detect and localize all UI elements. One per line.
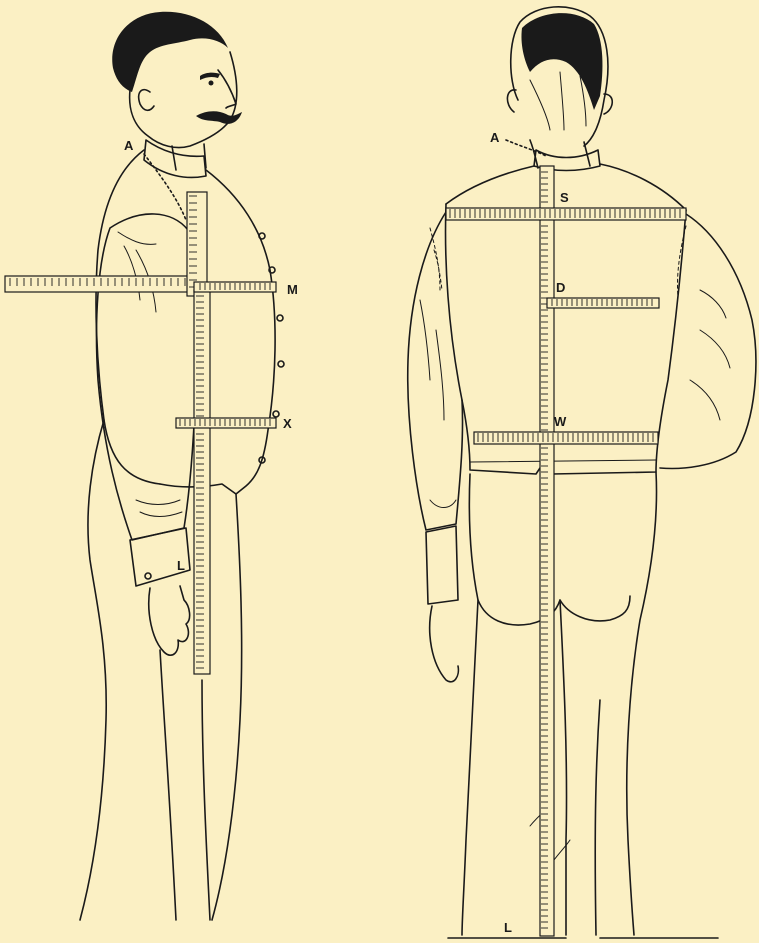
label-m: M — [287, 282, 298, 297]
back-view-figure — [408, 7, 756, 938]
back-hand-left — [430, 606, 459, 682]
collar-shape — [144, 140, 206, 177]
back-neck-guide — [506, 140, 546, 156]
waist-tape — [176, 418, 276, 428]
square-vertical-arm — [187, 192, 207, 296]
hair-strands — [530, 72, 586, 130]
label-a-back: A — [490, 130, 500, 145]
hand-outline — [149, 586, 190, 655]
eyebrow-shape — [200, 73, 220, 80]
back-sleeve-left — [408, 212, 463, 530]
label-l-side: L — [177, 558, 185, 573]
mustache-shape — [196, 111, 242, 124]
trouser-crease-front — [202, 680, 210, 920]
back-cuff-left — [426, 526, 458, 604]
label-x: X — [283, 416, 292, 431]
trouser-left-outer — [462, 600, 478, 935]
label-l-back: L — [504, 920, 512, 935]
shirt-cuff — [130, 528, 190, 586]
trouser-back-line — [80, 420, 106, 920]
shoulder-tape — [446, 208, 686, 220]
cuff-gather-left — [430, 500, 456, 508]
trouser-inner-right — [595, 700, 600, 935]
trouser-front-line — [212, 494, 242, 920]
back-depth-tape — [547, 298, 659, 308]
back-length-tape — [540, 166, 554, 936]
square-arm — [5, 276, 205, 292]
trouser-crease-back — [160, 650, 176, 920]
square-horizontal-arm — [5, 276, 205, 292]
vest-front-outline — [160, 170, 275, 494]
back-waist-tape — [474, 432, 658, 444]
chest-tape — [194, 282, 276, 292]
back-waist-tape-strip — [474, 432, 658, 444]
back-vertical-tape — [540, 166, 554, 936]
label-d: D — [556, 280, 565, 295]
trouser-inseam — [560, 600, 567, 935]
face-outline — [130, 52, 237, 148]
vest-hem-line — [470, 460, 656, 462]
hair-shape — [112, 12, 228, 92]
ear-shape — [139, 90, 154, 111]
sleeve-folds-right — [690, 290, 730, 420]
cuff-gather — [136, 500, 182, 517]
vest-button — [273, 411, 279, 417]
eye-shape — [209, 81, 214, 86]
trouser-right-outer — [627, 472, 657, 935]
side-view-figure — [80, 12, 284, 920]
sleeve-outline — [97, 214, 199, 540]
label-w: W — [554, 414, 567, 429]
back-sleeve-right — [660, 214, 756, 468]
vest-button — [278, 361, 284, 367]
back-neck-lines — [530, 140, 590, 168]
waist-tape-strip — [176, 418, 276, 428]
sleeve-folds-left — [420, 300, 444, 420]
nose-line — [218, 70, 236, 108]
cuff-button — [145, 573, 151, 579]
sleeve-folds — [118, 232, 156, 312]
vest-button — [277, 315, 283, 321]
label-a-side: A — [124, 138, 134, 153]
label-s: S — [560, 190, 569, 205]
side-length-tape — [194, 290, 210, 674]
